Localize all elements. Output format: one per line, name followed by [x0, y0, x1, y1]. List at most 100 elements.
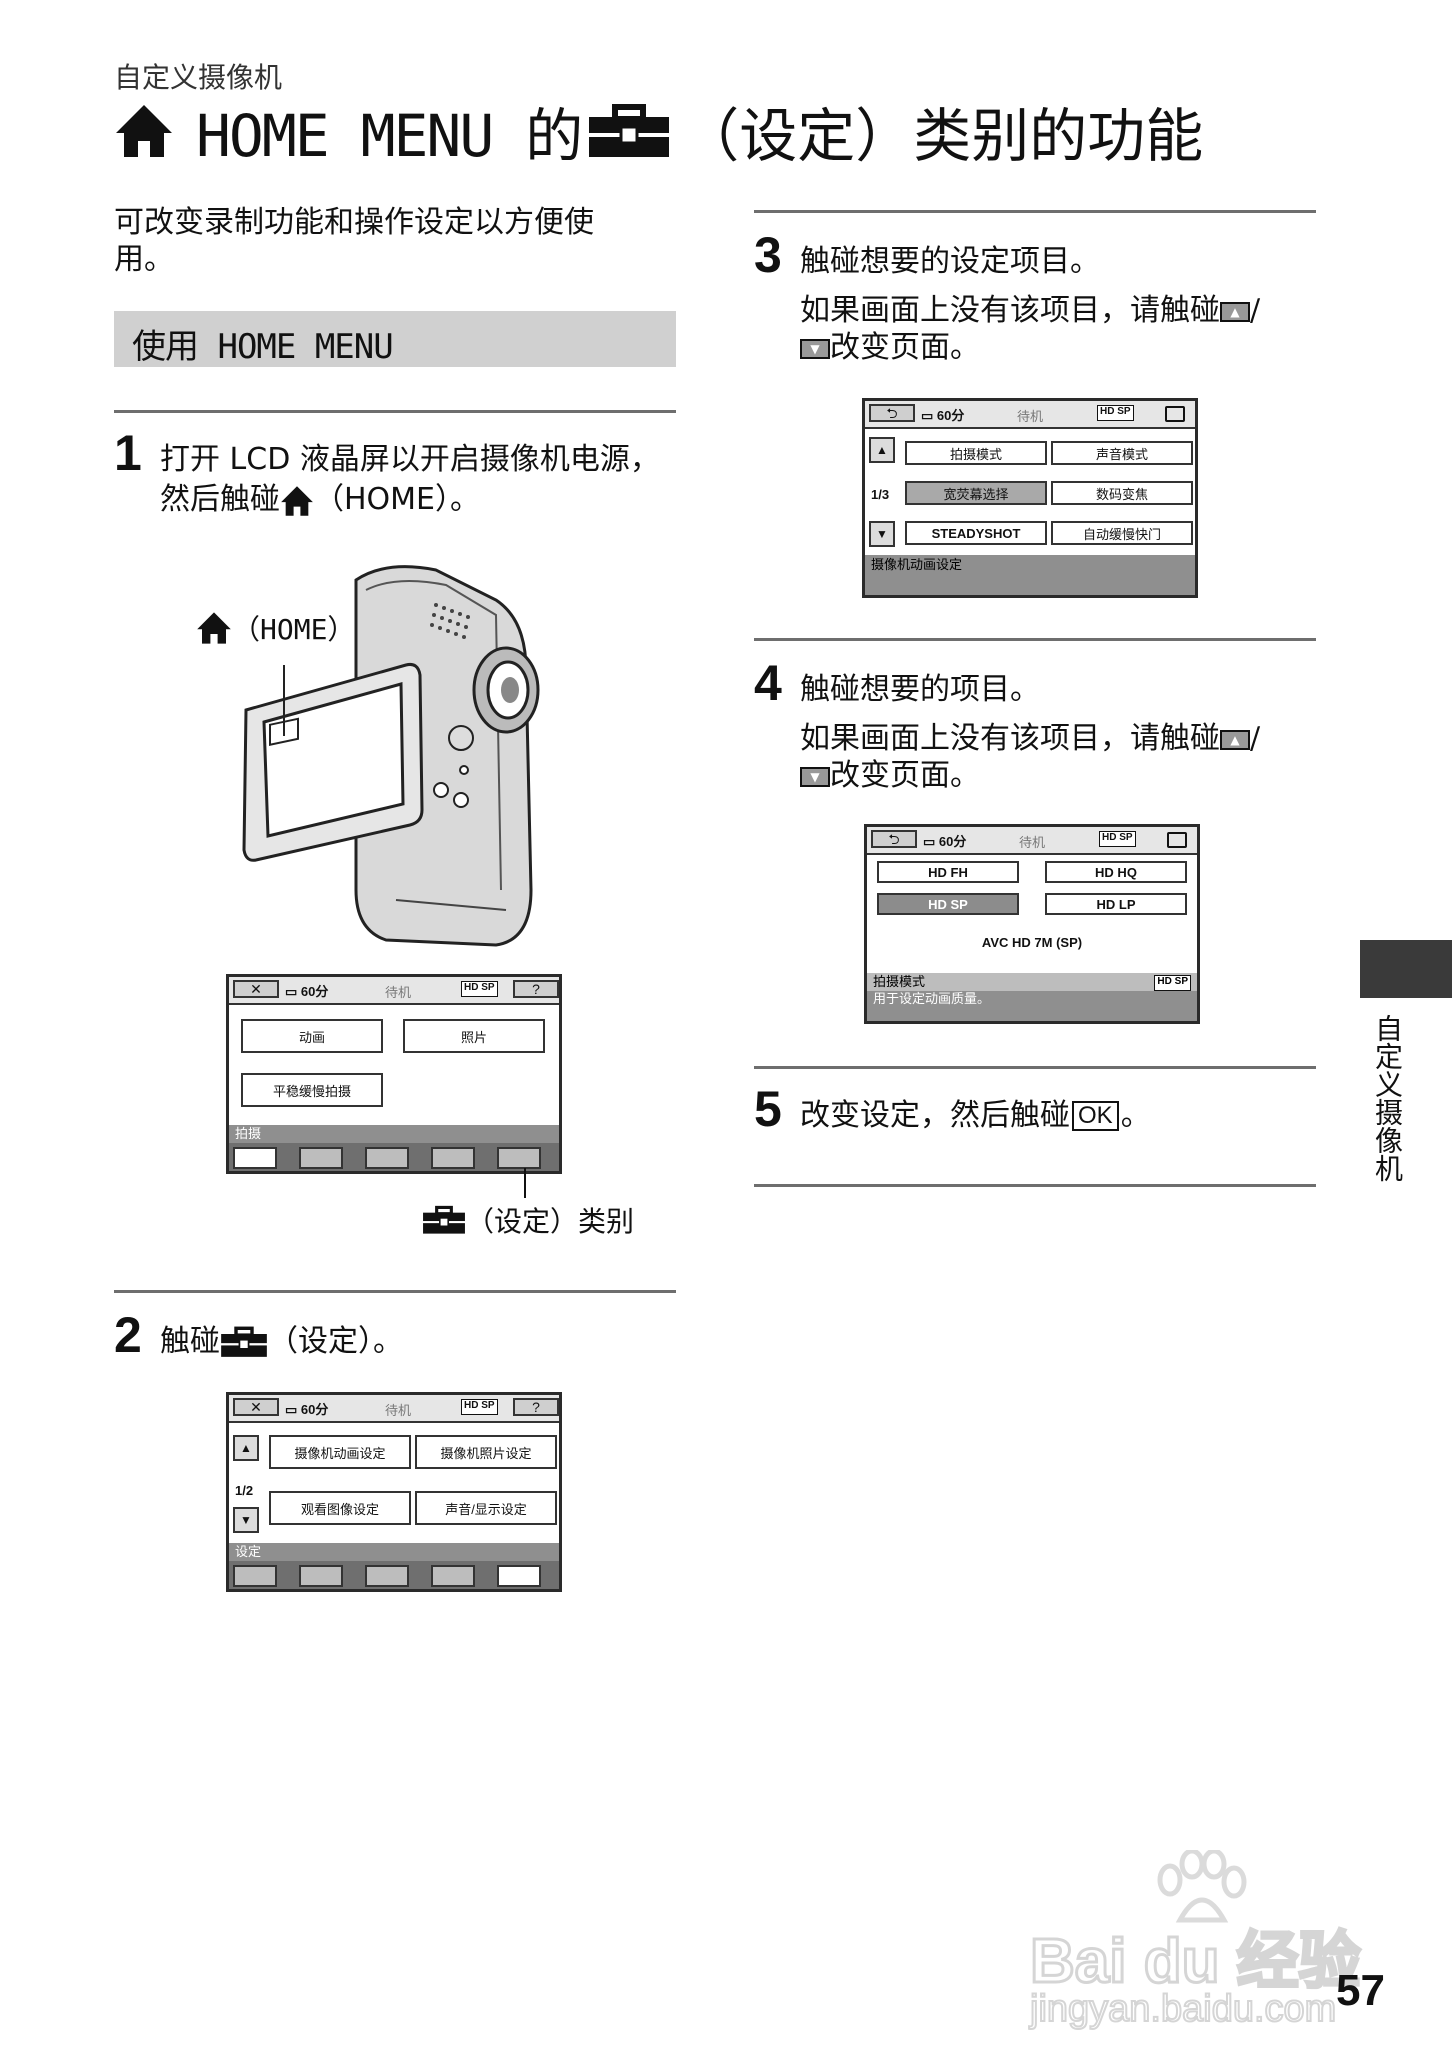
close-button[interactable]: ✕ — [233, 980, 279, 998]
standby-label: 待机 — [1017, 409, 1044, 424]
step4-title: 触碰想要的项目。 — [800, 672, 1040, 707]
hd-badge: HD SP — [461, 981, 498, 997]
tab-playback[interactable] — [299, 1565, 343, 1587]
tab-other[interactable] — [365, 1147, 409, 1169]
home-icon — [281, 485, 313, 516]
tab-settings[interactable] — [497, 1147, 541, 1169]
camera-movie-setup-button[interactable]: 摄像机动画设定 — [269, 1435, 411, 1469]
hd-badge: HD SP — [1154, 975, 1191, 991]
category-bar: 设定 — [229, 1543, 559, 1561]
status-bar: ⮌ ▭ 60分 待机 HD SP — [865, 401, 1195, 429]
status-bar: ⮌ ▭ 60分 待机 HD SP — [867, 827, 1197, 855]
status-bar: ✕ ▭ 60分 待机 HD SP ? — [229, 977, 559, 1005]
battery-indicator: ▭ 60分 — [921, 408, 965, 423]
title-text-2: （设定）类别的功能 — [681, 102, 1204, 170]
battery-indicator: ▭ 60分 — [285, 1402, 329, 1417]
rec-mode-button[interactable]: 拍摄模式 — [905, 441, 1047, 465]
rec-mode-screen: ⮌ ▭ 60分 待机 HD SP HD FH HD HQ HD SP HD LP… — [864, 824, 1200, 1024]
help-button[interactable]: ? — [513, 980, 559, 998]
toolbox-icon — [221, 1326, 267, 1357]
step1-line1: 打开 LCD 液晶屏以开启摄像机电源， — [160, 442, 660, 477]
tab-manage-media[interactable] — [431, 1565, 475, 1587]
current-mode-text: AVC HD 7M (SP) — [981, 935, 1083, 950]
title-text-1: HOME MENU 的 — [196, 102, 583, 170]
help-button[interactable]: ? — [513, 1398, 559, 1416]
tab-other[interactable] — [365, 1565, 409, 1587]
page-down-button[interactable]: ▼ — [869, 521, 895, 547]
category-bar: 拍摄 — [229, 1125, 559, 1143]
divider-step1 — [114, 410, 676, 413]
description-bar: 用于设定动画质量。 — [867, 991, 1197, 1021]
up-arrow-icon: ▲ — [1220, 730, 1250, 750]
tab-playback[interactable] — [299, 1147, 343, 1169]
tab-settings[interactable] — [497, 1565, 541, 1587]
ok-button-icon: OK — [1072, 1101, 1119, 1131]
hd-badge: HD SP — [1099, 831, 1136, 847]
camcorder-illustration — [242, 565, 540, 947]
photo-button[interactable]: 照片 — [403, 1019, 545, 1053]
down-arrow-icon: ▼ — [800, 339, 830, 359]
home-callout-label: （HOME） — [196, 608, 355, 648]
memory-card-icon — [1167, 832, 1187, 848]
category-tabs — [229, 1561, 559, 1589]
battery-indicator: ▭ 60分 — [285, 984, 329, 999]
tab-manage-media[interactable] — [431, 1147, 475, 1169]
up-arrow-icon: ▲ — [1220, 302, 1250, 322]
hd-lp-button[interactable]: HD LP — [1045, 893, 1187, 915]
hd-hq-button[interactable]: HD HQ — [1045, 861, 1187, 883]
wide-select-button[interactable]: 宽荧幕选择 — [905, 481, 1047, 505]
battery-indicator: ▭ 60分 — [923, 834, 967, 849]
steadyshot-button[interactable]: STEADYSHOT — [905, 521, 1047, 545]
memory-card-icon — [1165, 406, 1185, 422]
camera-photo-setup-button[interactable]: 摄像机照片设定 — [415, 1435, 557, 1469]
divider-step5 — [754, 1066, 1316, 1069]
close-button[interactable]: ✕ — [233, 1398, 279, 1416]
page-up-button[interactable]: ▲ — [869, 437, 895, 463]
standby-label: 待机 — [385, 1403, 412, 1418]
back-button[interactable]: ⮌ — [871, 830, 917, 848]
section-label: 自定义摄像机 — [114, 61, 283, 94]
hd-fh-button[interactable]: HD FH — [877, 861, 1019, 883]
status-bar: ✕ ▭ 60分 待机 HD SP ? — [229, 1395, 559, 1423]
tab-shooting[interactable] — [233, 1565, 277, 1587]
audio-mode-button[interactable]: 声音模式 — [1051, 441, 1193, 465]
smooth-slow-rec-button[interactable]: 平稳缓慢拍摄 — [241, 1073, 383, 1107]
hd-badge: HD SP — [1097, 405, 1134, 421]
step3-title: 触碰想要的设定项目。 — [800, 244, 1100, 279]
view-images-setup-button[interactable]: 观看图像设定 — [269, 1491, 411, 1525]
divider-step3 — [754, 210, 1316, 213]
camera-movie-setup-screen: ⮌ ▭ 60分 待机 HD SP ▲ 1/3 ▼ 拍摄模式 声音模式 宽荧幕选择… — [862, 398, 1198, 598]
category-tabs — [229, 1143, 559, 1171]
page-up-button[interactable]: ▲ — [233, 1435, 259, 1461]
standby-label: 待机 — [385, 985, 412, 1000]
page-indicator: 1/3 — [871, 487, 890, 502]
page-down-button[interactable]: ▼ — [233, 1507, 259, 1533]
paw-logo-icon — [1157, 1850, 1247, 1923]
hd-sp-button[interactable]: HD SP — [877, 893, 1019, 915]
chapter-label: 自定义摄像机 — [1371, 1014, 1404, 1182]
step4-desc: 如果画面上没有该项目，请触碰▲/ ▼改变页面。 — [800, 721, 1261, 793]
step3-desc: 如果画面上没有该项目，请触碰▲/ ▼改变页面。 — [800, 293, 1261, 365]
item-name-bar: 拍摄模式 HD SP — [867, 973, 1197, 991]
page-indicator: 1/2 — [235, 1483, 254, 1498]
divider-end — [754, 1184, 1316, 1187]
auto-slow-shutter-button[interactable]: 自动缓慢快门 — [1051, 521, 1193, 545]
step5-text: 改变设定，然后触碰 OK 。 — [800, 1098, 1151, 1133]
callout-line — [524, 1168, 526, 1198]
sound-display-setup-button[interactable]: 声音/显示设定 — [415, 1491, 557, 1525]
tab-shooting[interactable] — [233, 1147, 277, 1169]
divider-step4 — [754, 638, 1316, 641]
category-bar: 摄像机动画设定 — [865, 555, 1195, 595]
back-button[interactable]: ⮌ — [869, 404, 915, 422]
step4-number: 4 — [754, 655, 782, 711]
step5-number: 5 — [754, 1081, 782, 1137]
step2-text: 触碰（设定）。 — [160, 1324, 403, 1359]
movie-button[interactable]: 动画 — [241, 1019, 383, 1053]
settings-screen: ✕ ▭ 60分 待机 HD SP ? ▲ 1/2 ▼ 摄像机动画设定 摄像机照片… — [226, 1392, 562, 1592]
settings-callout-text: （设定）类别 — [466, 1205, 635, 1238]
step3-number: 3 — [754, 227, 782, 283]
home-menu-screen: ✕ ▭ 60分 待机 HD SP ? 动画 照片 平稳缓慢拍摄 拍摄 — [226, 974, 562, 1174]
watermark-brand: Bai du 经验 — [1029, 1926, 1363, 1998]
digital-zoom-button[interactable]: 数码变焦 — [1051, 481, 1193, 505]
step1-text: 打开 LCD 液晶屏以开启摄像机电源， 然后触碰（HOME）。 — [160, 440, 680, 520]
